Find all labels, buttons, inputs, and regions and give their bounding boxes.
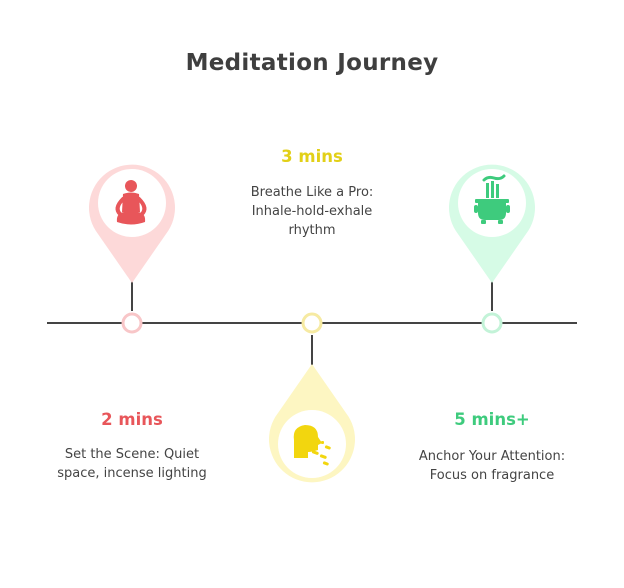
breathing-head-icon bbox=[293, 425, 331, 466]
incense-burner-icon bbox=[474, 174, 510, 224]
step-3-marker bbox=[449, 164, 535, 334]
step-3-duration: 5 mins+ bbox=[454, 410, 530, 429]
step-2-description: Breathe Like a Pro: Inhale-hold-exhale r… bbox=[250, 185, 374, 238]
step-1-marker bbox=[89, 164, 175, 334]
step-1-description: Set the Scene: Quiet space, incense ligh… bbox=[57, 447, 207, 481]
step-2-marker bbox=[269, 312, 355, 483]
step-1-duration: 2 mins bbox=[101, 410, 163, 429]
step-3-description: Anchor Your Attention: Focus on fragranc… bbox=[418, 449, 566, 483]
meditation-person-icon bbox=[115, 180, 147, 225]
step-1-node bbox=[121, 312, 143, 334]
diagram-title: Meditation Journey bbox=[185, 50, 439, 76]
step-2-node bbox=[301, 312, 323, 334]
step-2-duration: 3 mins bbox=[281, 147, 343, 166]
step-3-node bbox=[481, 312, 503, 334]
